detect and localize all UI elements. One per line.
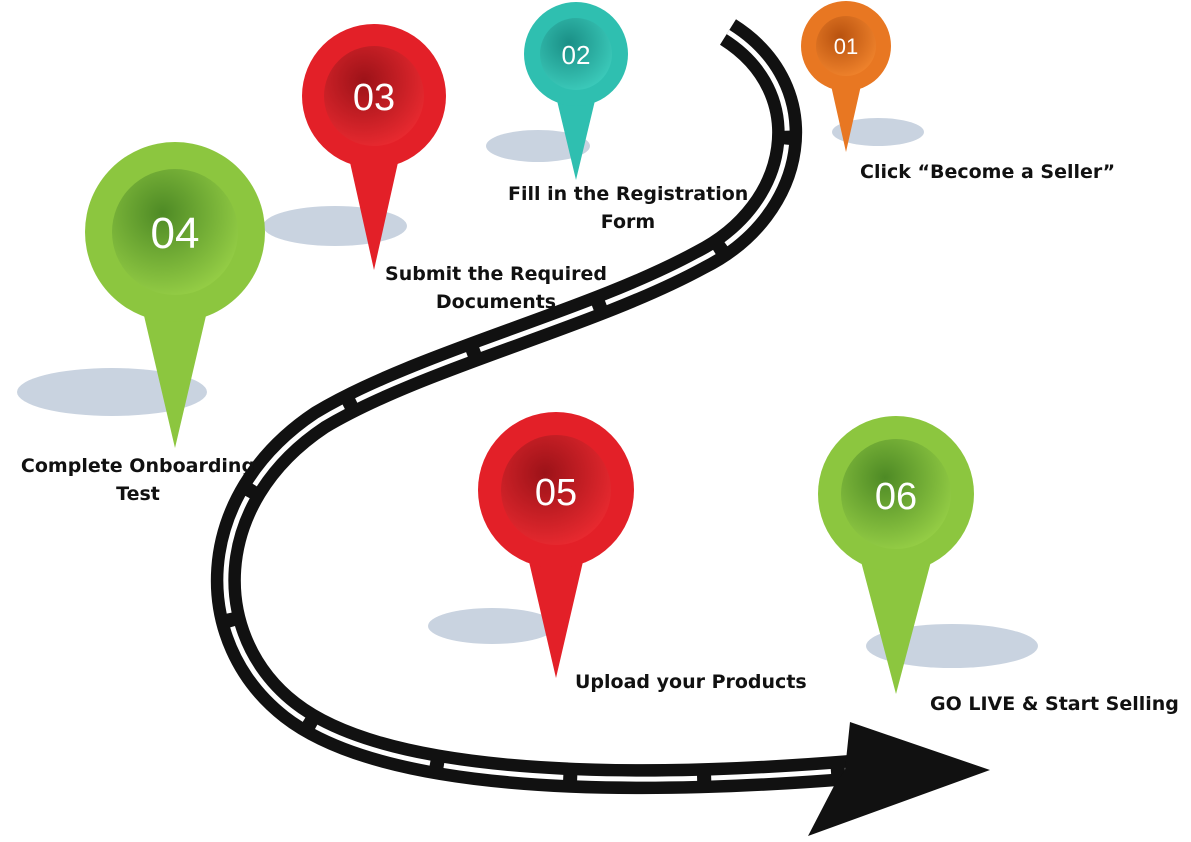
pin-number-01: 01 <box>834 34 858 59</box>
step-05-label: Upload your Products <box>575 671 807 693</box>
pin-tail-02 <box>554 88 598 180</box>
pin-03: 03 <box>302 24 446 270</box>
shadow-02 <box>486 130 590 162</box>
pin-tail-05 <box>524 540 588 678</box>
step-04-label-line1: Complete Onboarding <box>20 455 256 477</box>
pin-inner-06 <box>841 439 951 549</box>
pin-number-03: 03 <box>353 77 395 119</box>
step-03-label: Submit the Required Documents <box>380 260 612 316</box>
pin-inner-04 <box>112 169 238 295</box>
step-06-label: GO LIVE & Start Selling <box>930 693 1179 715</box>
pin-inner-02 <box>540 18 612 90</box>
pin-inner-05 <box>501 435 611 545</box>
road-center-line <box>223 29 851 782</box>
pin-01: 01 <box>801 1 891 152</box>
pin-tail-03 <box>345 140 403 270</box>
pin-05: 05 <box>478 412 634 678</box>
pin-06: 06 <box>818 416 974 694</box>
pin-number-02: 02 <box>562 40 591 70</box>
pin-inner-03 <box>324 46 424 146</box>
step-04-label: Complete Onboarding Test <box>8 452 268 508</box>
step-02-label-line1: Fill in the Registration <box>508 183 749 205</box>
pin-number-05: 05 <box>535 472 577 514</box>
step-03-label-line1: Submit the Required <box>385 263 607 285</box>
pin-tail-01 <box>828 72 864 152</box>
step-03-label-line2: Documents <box>435 291 557 313</box>
shadow-05 <box>428 608 556 644</box>
pin-inner-01 <box>816 16 876 76</box>
pin-number-04: 04 <box>151 209 200 258</box>
shadow-01 <box>832 118 924 146</box>
pin-02: 02 <box>524 2 628 180</box>
pin-tail-06 <box>858 550 934 694</box>
road <box>210 19 990 836</box>
pin-tail-04 <box>138 290 212 448</box>
step-02-label-line2: Form <box>600 211 656 233</box>
step-04-label-line2: Test <box>116 483 160 505</box>
step-02-label: Fill in the Registration Form <box>508 180 748 236</box>
road-arrowhead <box>808 722 990 836</box>
pin-number-06: 06 <box>875 476 917 518</box>
pin-04: 04 <box>85 142 265 448</box>
step-01-label: Click “Become a Seller” <box>860 161 1116 183</box>
